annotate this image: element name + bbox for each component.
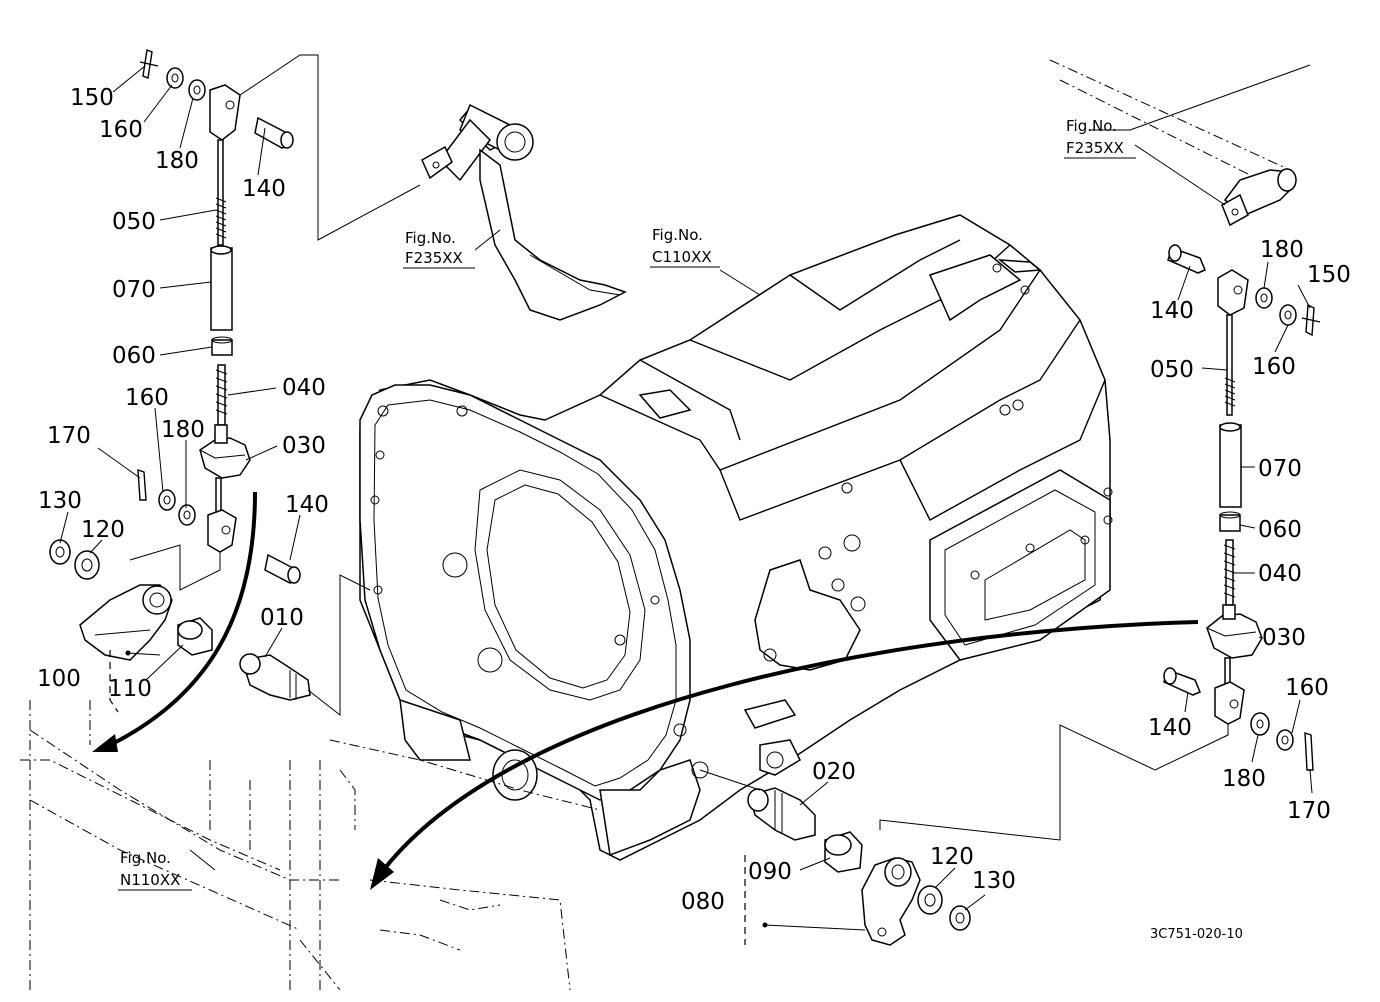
arrow-head-center (370, 858, 394, 890)
label-180-right-low: 180 (1222, 766, 1266, 792)
label-060-left: 060 (112, 343, 156, 369)
label-140-right-top: 140 (1150, 298, 1194, 324)
label-120-center: 120 (930, 844, 974, 870)
flow-arrows (92, 491, 1199, 890)
label-090: 090 (748, 859, 792, 885)
pedal-shaft-right (1049, 59, 1297, 227)
fig-ref-c110-line1: Fig.No. (652, 226, 703, 244)
label-120-left: 120 (81, 517, 125, 543)
fig-ref-n110: Fig.No. N110XX (118, 849, 192, 891)
label-050-left: 050 (112, 209, 156, 235)
right-rod-assembly (879, 244, 1321, 841)
arrow-head-left (92, 734, 118, 752)
label-180-left-mid: 180 (161, 417, 205, 443)
label-160-left-mid: 160 (125, 385, 169, 411)
label-160-left-top: 160 (99, 117, 143, 143)
label-130-center: 130 (972, 868, 1016, 894)
label-150-right: 150 (1307, 262, 1351, 288)
label-040-left: 040 (282, 375, 326, 401)
fig-ref-n110-line2: N110XX (120, 871, 180, 889)
fig-ref-n110-line1: Fig.No. (120, 849, 171, 867)
label-060-right: 060 (1258, 517, 1302, 543)
label-030-right: 030 (1262, 625, 1306, 651)
label-030-left: 030 (282, 433, 326, 459)
label-070-right: 070 (1258, 456, 1302, 482)
fig-ref-f235-left: Fig.No. F235XX (403, 229, 475, 269)
fig-ref-f235-left-line2: F235XX (405, 249, 463, 267)
label-010: 010 (260, 605, 304, 631)
transmission-case (359, 214, 1113, 861)
label-170-left: 170 (47, 423, 91, 449)
step-plate (20, 700, 601, 991)
label-110: 110 (108, 676, 152, 702)
leader-lines (59, 65, 1313, 911)
label-020: 020 (812, 759, 856, 785)
left-rod-assembly (49, 49, 371, 717)
fig-ref-f235-right: Fig.No. F235XX (1064, 117, 1136, 159)
label-170-right: 170 (1287, 798, 1331, 824)
diagram-code: 3C751-020-10 (1150, 927, 1243, 942)
fig-ref-f235-left-line1: Fig.No. (405, 229, 456, 247)
reference-lines (189, 54, 1311, 871)
cross-shaft-parts (699, 769, 971, 946)
fig-ref-f235-right-line2: F235XX (1066, 139, 1124, 157)
label-040-right: 040 (1258, 561, 1302, 587)
fig-ref-f235-right-line1: Fig.No. (1066, 117, 1117, 135)
fig-ref-c110: Fig.No. C110XX (650, 226, 720, 268)
label-160-right-top: 160 (1252, 354, 1296, 380)
label-050-right: 050 (1150, 357, 1194, 383)
part-labels: 150 160 180 140 050 070 060 040 030 160 … (37, 85, 1351, 942)
label-140-left-top: 140 (242, 176, 286, 202)
label-180-right-top: 180 (1260, 237, 1304, 263)
label-070-left: 070 (112, 277, 156, 303)
clutch-pedal (421, 103, 627, 321)
fig-ref-c110-line2: C110XX (652, 248, 712, 266)
label-180-left-top: 180 (155, 148, 199, 174)
label-140-right-low: 140 (1148, 715, 1192, 741)
label-140-left-low: 140 (285, 492, 329, 518)
label-130-left: 130 (38, 488, 82, 514)
label-160-right-low: 160 (1285, 675, 1329, 701)
label-150-left: 150 (70, 85, 114, 111)
label-080: 080 (681, 889, 725, 915)
label-100: 100 (37, 666, 81, 692)
